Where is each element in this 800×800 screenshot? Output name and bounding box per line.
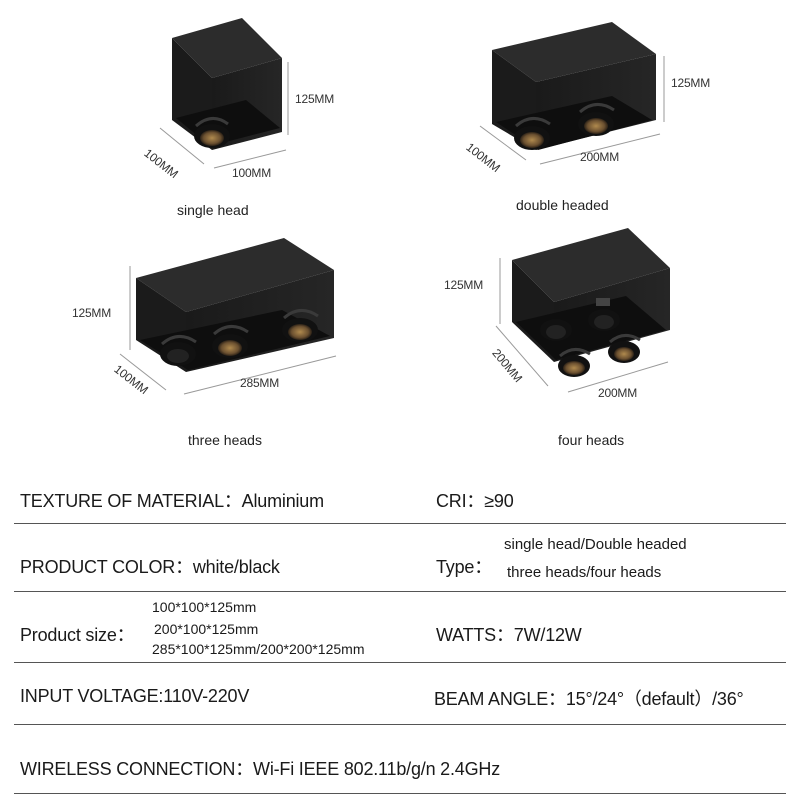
double-height-label: 125MM	[671, 76, 711, 90]
type-label: Type：	[436, 557, 493, 577]
product-size-label: Product size：	[20, 625, 135, 645]
wireless-connection-spec: WIRELESS CONNECTION：Wi-Fi IEEE 802.11b/g…	[20, 759, 500, 779]
beam-angle-spec: BEAM ANGLE：15°/24°（default）/36°	[434, 689, 744, 709]
three-height-label: 125MM	[72, 306, 112, 320]
three-heads-illustration	[119, 238, 337, 395]
table-divider	[14, 793, 786, 794]
four-heads-illustration	[495, 228, 670, 393]
table-divider	[14, 591, 786, 592]
four-width-label: 200MM	[598, 386, 638, 400]
type-line-1: single head/Double headed	[504, 536, 687, 553]
product-color-spec: PRODUCT COLOR：white/black	[20, 557, 280, 577]
type-line-2: three heads/four heads	[507, 564, 662, 581]
product-illustrations	[119, 18, 670, 395]
material-spec: TEXTURE OF MATERIAL：Aluminium	[20, 491, 324, 511]
single-width-label: 100MM	[232, 166, 272, 180]
size-line-2: 200*100*125mm	[154, 621, 259, 637]
table-divider	[14, 523, 786, 524]
four-height-label: 125MM	[444, 278, 484, 292]
double-head-illustration	[479, 22, 665, 165]
cri-spec: CRI：≥90	[436, 491, 514, 511]
table-divider	[14, 724, 786, 725]
double-headed-caption: double headed	[516, 197, 609, 213]
double-width-label: 200MM	[580, 150, 620, 164]
watts-spec: WATTS：7W/12W	[436, 625, 582, 645]
single-head-illustration	[159, 18, 289, 169]
three-heads-caption: three heads	[188, 432, 262, 448]
size-line-3: 285*100*125mm/200*200*125mm	[152, 641, 365, 657]
single-height-label: 125MM	[295, 92, 335, 106]
three-width-label: 285MM	[240, 376, 280, 390]
four-heads-caption: four heads	[558, 432, 625, 448]
single-head-caption: single head	[177, 202, 249, 218]
size-line-1: 100*100*125mm	[152, 599, 257, 615]
input-voltage-spec: INPUT VOLTAGE:110V-220V	[20, 686, 250, 706]
table-divider	[14, 662, 786, 663]
